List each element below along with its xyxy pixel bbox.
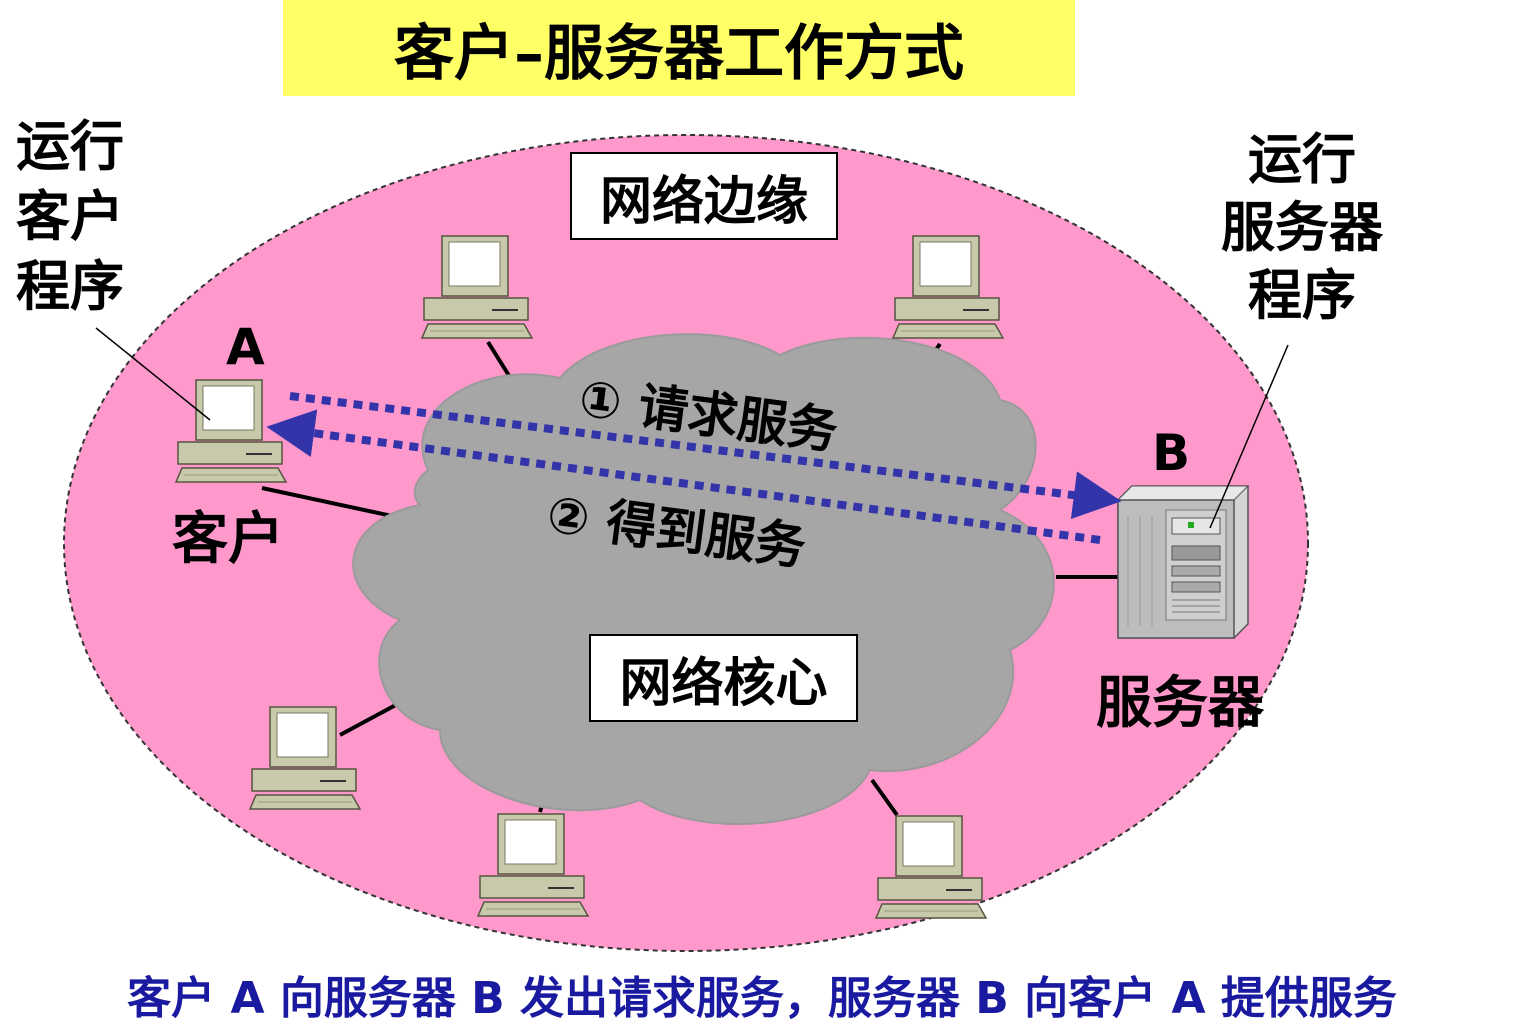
request-arrow bbox=[289, 392, 1122, 519]
network-core-cloud bbox=[352, 333, 1055, 825]
server-note-line: 服务器 bbox=[1221, 196, 1383, 259]
network-edge-label: 网络边缘 bbox=[570, 152, 838, 240]
server-program-note: 运行 服务器 程序 bbox=[1212, 126, 1392, 330]
host-a-label: A bbox=[226, 318, 265, 376]
network-core-label: 网络核心 bbox=[589, 634, 858, 722]
client-note-line: 程序 bbox=[16, 255, 124, 318]
pointer-line-server bbox=[1209, 344, 1289, 529]
server-note-line: 程序 bbox=[1248, 264, 1356, 327]
link-bottom-left bbox=[339, 698, 406, 737]
server-note-line: 运行 bbox=[1248, 128, 1356, 191]
client-note-line: 运行 bbox=[16, 115, 124, 178]
client-program-note: 运行 客户 程序 bbox=[16, 112, 124, 322]
server-label: 服务器 bbox=[1096, 671, 1264, 736]
response-arrow bbox=[266, 409, 1101, 544]
client-note-line: 客户 bbox=[16, 185, 124, 248]
client-label: 客户 bbox=[172, 507, 284, 572]
page-title: 客户–服务器工作方式 bbox=[283, 0, 1075, 96]
host-b-label: B bbox=[1152, 424, 1191, 482]
caption: 客户 A 向服务器 B 发出请求服务，服务器 B 向客户 A 提供服务 bbox=[127, 973, 1397, 1024]
link-client bbox=[261, 486, 393, 518]
pointer-line-client bbox=[95, 327, 211, 421]
link-bottom-right bbox=[870, 778, 899, 817]
server-tower-icon bbox=[1117, 485, 1249, 639]
